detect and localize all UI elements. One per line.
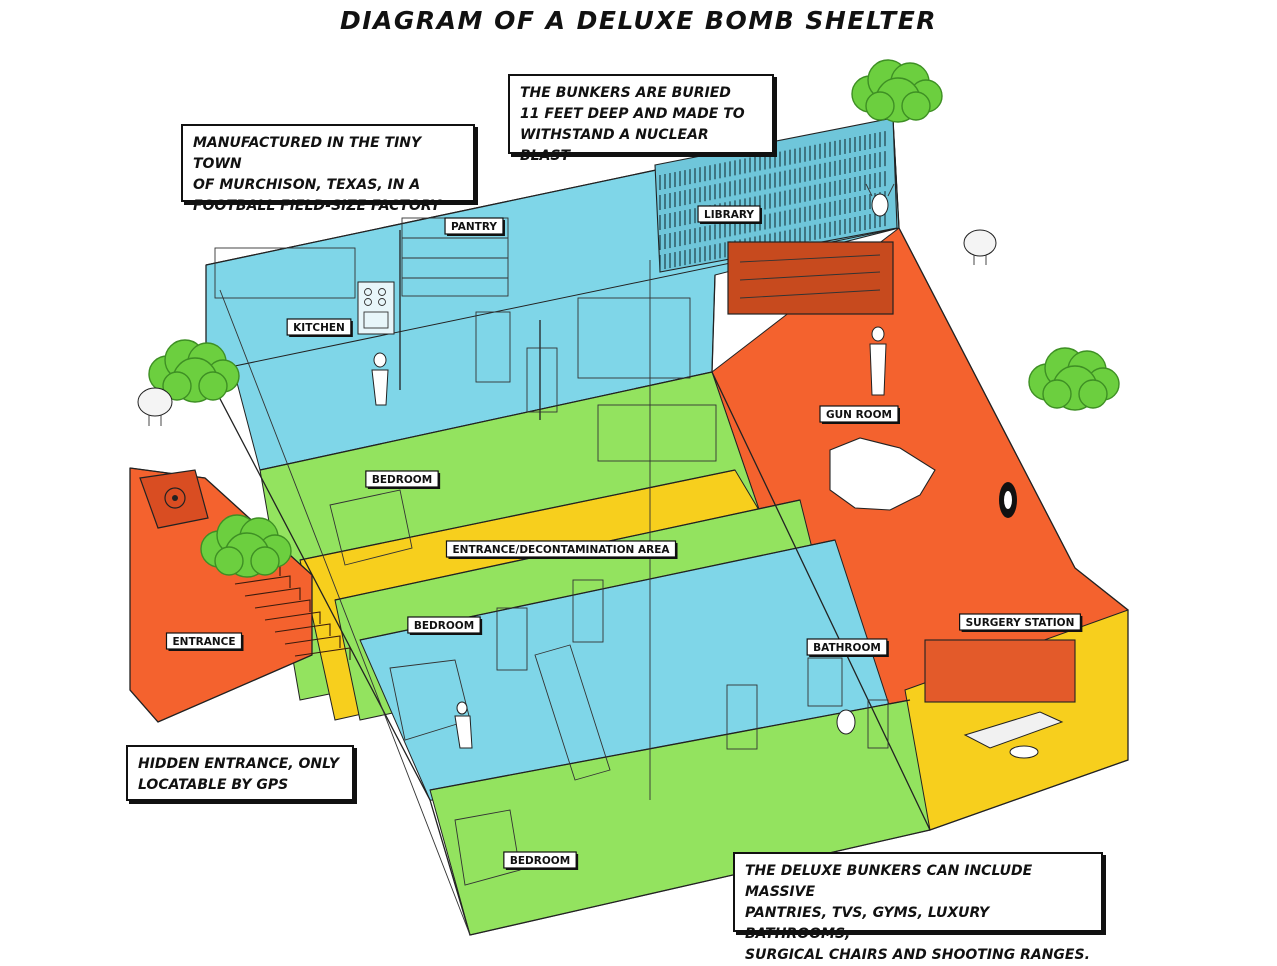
- stove-icon: [357, 281, 395, 335]
- bush-icon: [200, 514, 292, 578]
- callout-factory: MANUFACTURED IN THE TINY TOWN OF MURCHIS…: [181, 124, 475, 214]
- door-icon: [475, 311, 758, 750]
- bush-icon: [148, 339, 240, 403]
- label-bedroom-2: BEDROOM: [414, 620, 474, 632]
- callout-hidden: HIDDEN ENTRANCE, ONLY LOCATABLE BY GPS: [126, 745, 354, 801]
- target-icon: [999, 482, 1017, 518]
- label-bedroom-1: BEDROOM: [372, 474, 432, 486]
- wall-tv: [577, 297, 691, 379]
- bush-icon: [1028, 347, 1120, 411]
- surgery-chair: [924, 639, 1076, 759]
- person-icon: [371, 326, 887, 749]
- label-library: LIBRARY: [704, 209, 754, 221]
- diagram-title: DIAGRAM OF A DELUXE BOMB SHELTER: [339, 6, 938, 35]
- outdoor-decor: [137, 59, 1120, 578]
- callout-depth: THE BUNKERS ARE BURIED 11 FEET DEEP AND …: [508, 74, 774, 164]
- label-gun-room: GUN ROOM: [826, 409, 892, 421]
- label-entrance: ENTRANCE: [173, 636, 236, 648]
- label-pantry: PANTRY: [451, 221, 497, 233]
- label-entrance-decon: ENTRANCE/DECONTAMINATION AREA: [452, 544, 670, 556]
- label-bathroom: BATHROOM: [813, 642, 881, 654]
- hidden-hatch: [139, 469, 209, 529]
- label-surgery: SURGERY STATION: [966, 617, 1075, 629]
- kitchen-cabinets: [214, 247, 356, 299]
- sheep-icon: [137, 387, 173, 426]
- label-kitchen: KITCHEN: [293, 322, 345, 334]
- room-labels: PANTRY LIBRARY KITCHEN GUN ROOM BEDROOM …: [165, 205, 1083, 870]
- bear-rug-icon: [829, 437, 936, 511]
- deer-head-icon: [865, 183, 895, 217]
- gun-rack: [727, 241, 894, 315]
- dining-table: [597, 404, 717, 462]
- sofa: [534, 644, 611, 781]
- bush-icon: [851, 59, 943, 123]
- sheep-icon: [963, 229, 997, 265]
- label-bedroom-3: BEDROOM: [510, 855, 570, 867]
- callout-deluxe: THE DELUXE BUNKERS CAN INCLUDE MASSIVE P…: [733, 852, 1103, 963]
- bathroom-fixtures: [807, 657, 889, 749]
- furniture: [139, 117, 1076, 886]
